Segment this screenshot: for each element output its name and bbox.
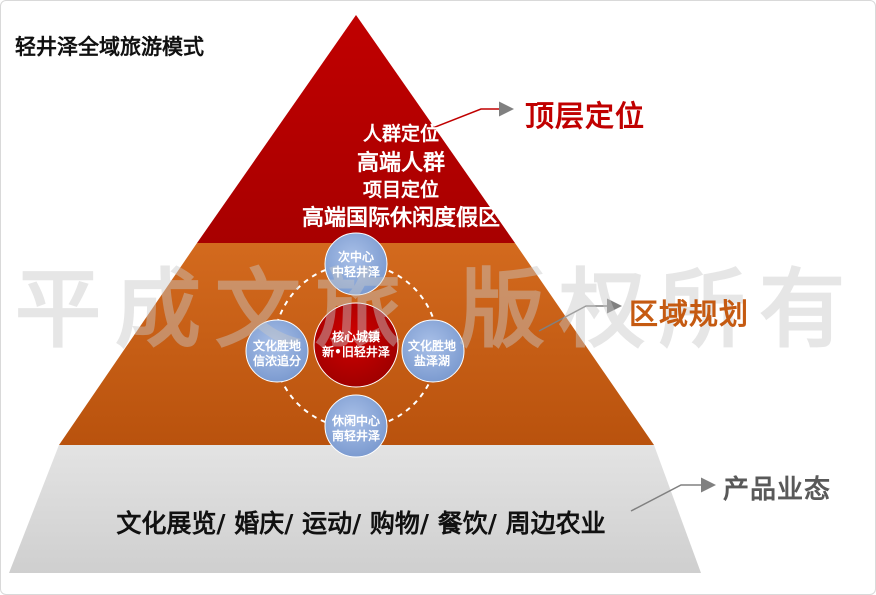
core-node-line-1: 核心城镇 xyxy=(331,330,380,344)
top-line-2: 高端人群 xyxy=(356,151,445,176)
level-label-middle: 区域规划 xyxy=(629,297,750,331)
product-formats-text: 文化展览/ 婚庆/ 运动/ 购物/ 餐饮/ 周边农业 xyxy=(116,509,606,538)
left-node-label: 文化胜地 信浓追分 xyxy=(239,339,315,369)
left-node-line-2: 信浓追分 xyxy=(252,354,301,368)
pyramid-tier-bottom xyxy=(9,445,701,573)
node-circle-right xyxy=(401,319,465,383)
right-node-line-2: 盐泽湖 xyxy=(413,354,450,368)
bottom-node-line-2: 南轻井泽 xyxy=(331,429,380,443)
pyramid-tier-top xyxy=(197,15,515,243)
top-line-3: 项目定位 xyxy=(362,179,439,201)
node-circle-left xyxy=(245,319,309,383)
bottom-node-label: 休闲中心 南轻井泽 xyxy=(318,414,394,444)
top-line-4: 高端国际休闲度假区 xyxy=(301,206,500,231)
arrow-top xyxy=(424,101,514,132)
top-node-line-2: 中轻井泽 xyxy=(331,265,380,279)
core-node-line-2: 新•旧轻井泽 xyxy=(322,345,390,359)
diagram-title: 轻井泽全域旅游模式 xyxy=(15,35,204,59)
right-node-label: 文化胜地 盐泽湖 xyxy=(394,339,470,369)
level-label-top: 顶层定位 xyxy=(525,99,646,133)
core-circle xyxy=(313,302,399,388)
core-node-label: 核心城镇 新•旧轻井泽 xyxy=(314,330,398,360)
top-node-label: 次中心 中轻井泽 xyxy=(318,250,394,280)
top-node-line-1: 次中心 xyxy=(337,250,374,264)
level-label-bottom: 产品业态 xyxy=(723,475,832,505)
node-circle-bottom xyxy=(324,394,388,458)
arrow-middle xyxy=(538,298,622,332)
top-line-1: 人群定位 xyxy=(362,123,439,145)
bottom-node-line-1: 休闲中心 xyxy=(331,414,380,428)
left-node-line-1: 文化胜地 xyxy=(252,339,301,353)
arrow-bottom xyxy=(630,477,716,512)
node-circle-top xyxy=(324,232,388,296)
right-node-line-1: 文化胜地 xyxy=(407,339,456,353)
